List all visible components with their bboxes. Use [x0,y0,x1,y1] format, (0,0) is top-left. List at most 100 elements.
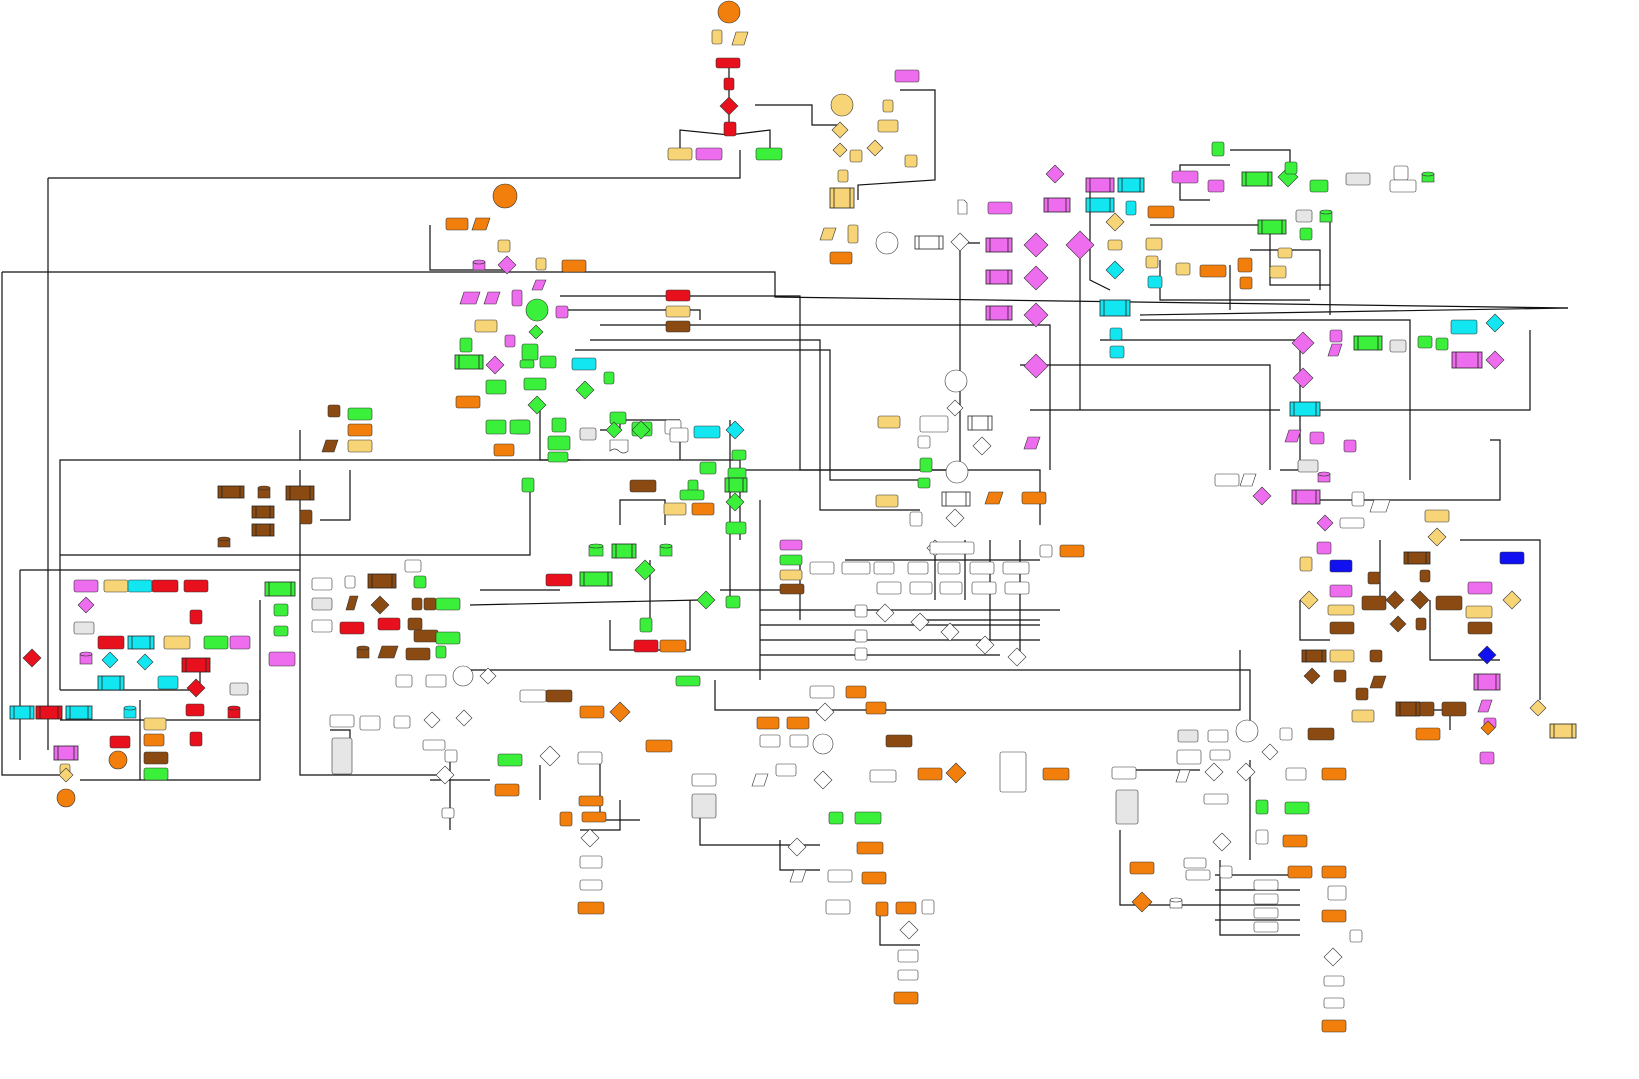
rect-node-white [669,427,689,443]
io-node-magenta [459,291,481,305]
database-node-brown [217,536,231,548]
process-body [1099,299,1131,317]
decision-node-orange [1480,720,1496,736]
rect-node-white [1323,975,1345,987]
connector [1140,319,1411,480]
connector [469,599,701,606]
decision-node-magenta [1065,230,1095,260]
rect-node-orange [1415,727,1441,741]
decision-node-pale_yellow [832,142,848,158]
process-node-cyan [1085,197,1115,213]
rect-node-green [725,521,747,535]
decision-node-orange [945,762,967,784]
connector [460,669,1251,740]
note-icon [957,199,968,215]
rect-node-gray [73,621,95,635]
rect-node-orange [1129,861,1155,875]
database-node-magenta [472,259,486,271]
decision-node-pale_yellow [1427,527,1447,547]
connector-layer [1,60,1569,946]
rect-node-white [1253,893,1279,905]
rect-node-white [1219,865,1233,879]
rect-node-orange [1199,264,1227,278]
process-node-red [181,657,211,673]
terminal-node-orange [717,0,741,24]
rect-node-orange [1021,491,1047,505]
rect-node-pale_yellow [849,149,863,163]
process-body [985,305,1013,321]
rect-node-magenta [1329,584,1353,598]
rect-node-green [1417,335,1433,349]
decision-node-white [479,667,497,685]
rect-node-magenta [987,201,1013,215]
process-body [367,573,397,589]
rect-node-white [841,561,871,575]
rect-node-white [1207,729,1229,743]
process-body [611,543,637,559]
connector [699,800,820,846]
decision-node-white [1007,647,1027,667]
connector [60,660,201,691]
io-node-magenta [531,279,547,291]
decision-node-orange [609,701,631,723]
io-node-magenta [1284,429,1302,443]
rect-node-orange [455,395,481,409]
terminal-node-pale_yellow [830,93,854,117]
rect-node-magenta [1343,439,1357,453]
decision-node-brown [1410,590,1430,610]
rect-node-white [1253,879,1279,891]
rect-node-orange [875,901,889,917]
decision-node-red [719,96,739,116]
rect-node-white [1389,179,1417,193]
decision-node-green [634,559,656,581]
process-body [454,354,484,370]
rect-node-red [665,289,691,302]
rect-node-white [1253,921,1279,933]
rect-node-pale_yellow [1145,237,1163,251]
rect-node-pale_yellow [1269,265,1287,279]
connector [619,499,666,525]
rect-node-orange [494,783,520,797]
decision-node-pale_yellow [1299,590,1319,610]
decision-node-brown [1389,615,1407,633]
rect-node-green [1309,179,1329,193]
process-body [1289,401,1321,417]
rect-node-pale_yellow [1299,556,1313,572]
rect-node-brown [327,404,341,418]
rect-node-brown [407,617,423,631]
rect-node-orange [1237,257,1253,273]
rect-node-orange [579,705,605,719]
process-node-pale_yellow [1549,723,1577,739]
io-node-white [1175,769,1191,783]
decision-node-white [940,622,960,642]
rect-node-brown [1369,649,1383,663]
rect-node-red [189,609,203,625]
process-node-brown [285,485,315,501]
decision-node-magenta [485,355,505,375]
rect-node-white [1176,749,1202,765]
process-body [914,235,944,250]
process-node-magenta [1085,177,1115,193]
db-top [1169,897,1183,903]
io-node-pale_yellow [819,227,837,241]
connector [1119,830,1300,906]
rect-node-brown [411,597,423,611]
process-node-white [941,491,971,507]
rect-node-brown [629,479,657,493]
rect-node-white [809,561,835,575]
decision-node-brown [1385,590,1405,610]
database-node-cyan [123,705,137,719]
rect-node-white [909,581,933,595]
rect-node-pale_yellow [877,119,899,133]
db-top [1421,171,1435,177]
rect-node-green [521,343,539,361]
rect-node-orange [865,701,887,715]
rect-node-blue [1499,551,1525,565]
rect-node-white [971,581,997,595]
rect-node-magenta [1171,170,1199,184]
rect-node-green [725,595,741,609]
process-node-green [724,477,748,493]
rect-node-pale_yellow [663,502,687,516]
decision-node-cyan [136,653,154,671]
